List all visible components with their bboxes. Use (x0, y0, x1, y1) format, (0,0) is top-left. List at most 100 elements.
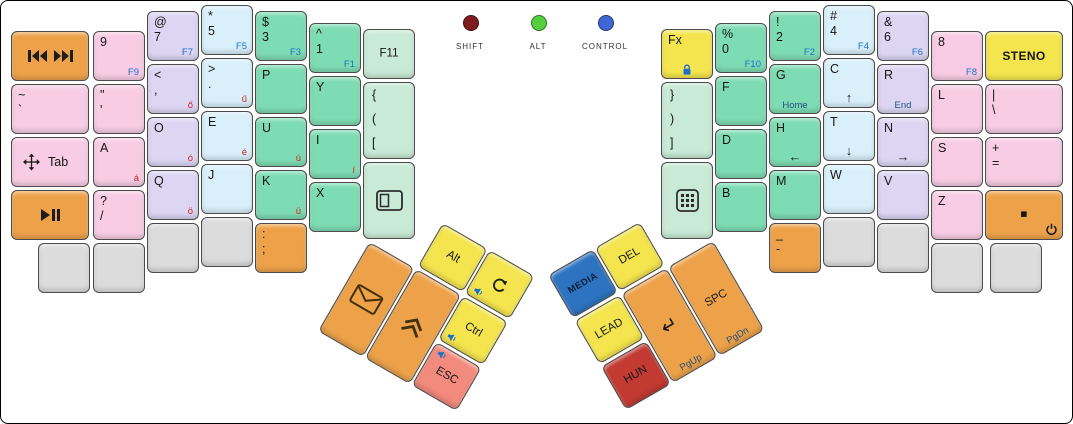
key-legend: _ (776, 227, 783, 241)
key-legend: F4 (857, 40, 869, 52)
lock-icon (682, 63, 693, 76)
key-w[interactable]: W (823, 164, 875, 214)
key-d[interactable]: D (715, 129, 767, 179)
key-legend: < (154, 68, 162, 82)
control-indicator-dot (598, 15, 614, 31)
key-v[interactable]: V (877, 170, 929, 220)
key-minus-underscore[interactable]: _- (769, 223, 821, 273)
key-c[interactable]: C↑ (823, 58, 875, 108)
key-s[interactable]: S (931, 137, 983, 187)
key-legend: B (722, 186, 731, 200)
key-x[interactable]: X (309, 182, 361, 232)
key-f11[interactable]: F11 (363, 29, 415, 79)
volume-icon (435, 348, 449, 361)
play-pause-key[interactable] (11, 190, 89, 240)
key-legend: - (776, 242, 781, 256)
key-legend: Tab (48, 154, 69, 169)
blank-key[interactable] (147, 223, 199, 273)
key-y[interactable]: Y (309, 76, 361, 126)
key-legend: . (208, 77, 212, 91)
blank-key[interactable] (877, 223, 929, 273)
tilde-grave-key[interactable]: ~` (11, 84, 89, 134)
move-tab-key[interactable]: Tab (11, 137, 89, 187)
esc-key[interactable]: ESC (411, 341, 482, 412)
key-f[interactable]: F (715, 76, 767, 126)
key-quote[interactable]: "' (93, 84, 145, 134)
key-legend: V (884, 174, 893, 188)
key-p[interactable]: P (255, 64, 307, 114)
key-legend: ^ (316, 27, 322, 41)
blank-key[interactable] (990, 243, 1042, 293)
key-question-slash[interactable]: ?/ (93, 190, 145, 240)
key-legend: F5 (235, 40, 247, 52)
key-legend: A (100, 141, 109, 155)
key-legend: ? (100, 194, 107, 208)
key-colon-semicolon[interactable]: :; (255, 223, 307, 273)
key-n[interactable]: N→ (877, 117, 929, 167)
key-legend: + (992, 141, 1000, 155)
key-legend: DEL (616, 245, 643, 267)
power-icon (1045, 223, 1058, 236)
key-comma[interactable]: <,ő (147, 64, 199, 114)
key-legend: , (154, 83, 158, 97)
key-m[interactable]: M (769, 170, 821, 220)
key-legend: Z (938, 194, 946, 208)
key-legend: 9 (100, 35, 107, 49)
key-h[interactable]: H← (769, 117, 821, 167)
key-j[interactable]: J (201, 164, 253, 214)
key-legend: ! (776, 15, 780, 29)
key-legend: 8 (938, 35, 945, 49)
key-b[interactable]: B (715, 182, 767, 232)
blank-key[interactable] (823, 217, 875, 267)
play-pause-icon (40, 208, 60, 222)
key-legend: H (776, 121, 786, 135)
blank-key[interactable] (93, 243, 145, 293)
key-close-brackets[interactable]: })] (661, 82, 713, 159)
key-legend: → (896, 149, 910, 164)
key-legend: Fx (668, 33, 682, 47)
key-legend: 7 (154, 30, 161, 44)
key-l[interactable]: L (931, 84, 983, 134)
stop-power-key[interactable]: ■ (985, 190, 1063, 240)
blank-key[interactable] (931, 243, 983, 293)
blank-key[interactable] (201, 217, 253, 267)
steno-key[interactable]: STENO (985, 31, 1063, 81)
key-plus-equals[interactable]: += (985, 137, 1063, 187)
ctrl-key[interactable]: Ctrl (438, 295, 509, 366)
app-select-key[interactable] (363, 162, 415, 239)
key-pipe-backslash[interactable]: |\ (985, 84, 1063, 134)
key-t[interactable]: T↓ (823, 111, 875, 161)
key-fx[interactable]: Fx (661, 29, 713, 79)
key-period[interactable]: >.ű (201, 58, 253, 108)
media-prev-next-key[interactable] (11, 31, 89, 81)
blank-key[interactable] (38, 243, 90, 293)
key-open-brackets[interactable]: {([ (363, 82, 415, 159)
key-legend: 6 (884, 30, 891, 44)
key-legend: F3 (289, 46, 301, 58)
shift-indicator-dot (463, 15, 479, 31)
key-legend: / (100, 209, 104, 223)
key-legend: S (938, 141, 947, 155)
key-legend: " (100, 88, 105, 102)
key-z[interactable]: Z (931, 190, 983, 240)
